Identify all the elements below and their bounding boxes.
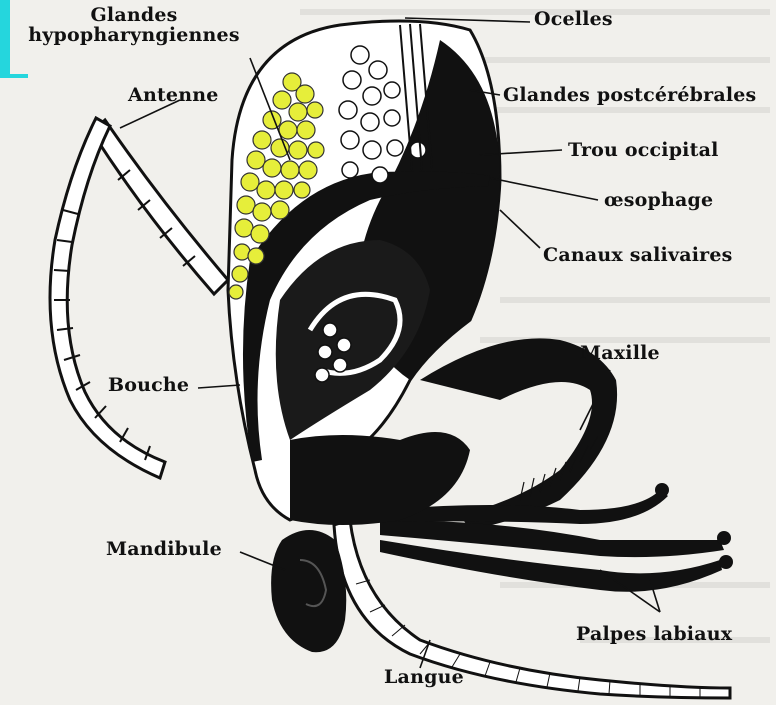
- leader-bouche: [198, 385, 240, 388]
- antenna: [50, 118, 228, 478]
- label-ocelles: Ocelles: [534, 10, 613, 30]
- label-langue: Langue: [384, 668, 464, 688]
- leader-oesophage: [490, 178, 598, 200]
- label-antenne: Antenne: [128, 86, 219, 106]
- label-canaux-salivaires: Canaux salivaires: [543, 246, 733, 266]
- label-glandes-hypopharyngiennes: Glandes hypopharyngiennes: [4, 6, 264, 46]
- label-trou-occipital: Trou occipital: [568, 141, 719, 161]
- leader-canaux: [500, 210, 540, 248]
- label-oesophage: œsophage: [604, 191, 713, 211]
- label-glandes-postcerebrales: Glandes postcérébrales: [503, 86, 756, 106]
- label-mandibule: Mandibule: [106, 540, 222, 560]
- label-bouche: Bouche: [108, 376, 189, 396]
- label-maxille: Maxille: [580, 344, 660, 364]
- label-palpes-labiaux: Palpes labiaux: [576, 625, 732, 645]
